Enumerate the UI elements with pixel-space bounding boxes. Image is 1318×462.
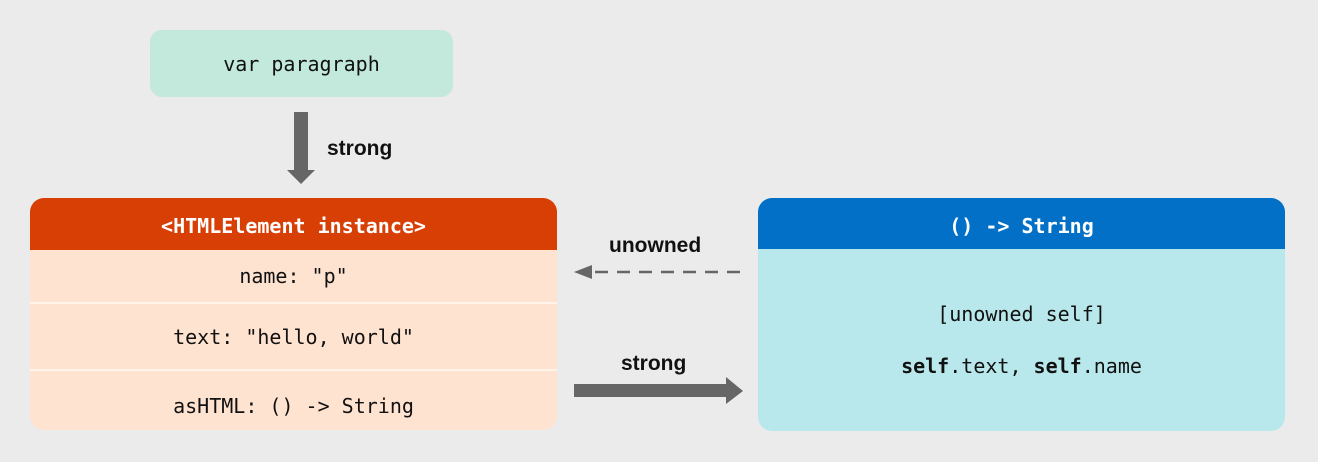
unowned-arrow-head [574, 265, 592, 279]
strong-arrow-down-head [287, 170, 315, 184]
closure-body: self.text, self.name [758, 354, 1285, 378]
strong-arrow-down [287, 112, 315, 184]
instance-row-name: name: "p" [30, 250, 557, 304]
closure-body-part-2: .name [1081, 354, 1142, 378]
closure-header: () -> String [758, 198, 1285, 249]
closure-body-part-1: .text, [949, 354, 1034, 378]
html-element-instance-box: <HTMLElement instance> name: "p" text: "… [30, 198, 557, 430]
instance-row-ashtml: asHTML: () -> String [173, 394, 414, 418]
closure-body-self-keyword-1: self [901, 354, 950, 378]
closure-body-self-keyword-2: self [1033, 354, 1082, 378]
variable-label: var paragraph [223, 51, 380, 76]
strong-arrow-right-shaft [574, 384, 726, 397]
closure-capture-list: [unowned self] [937, 302, 1106, 326]
closure-box: () -> String [unowned self] self.text, s… [758, 198, 1285, 431]
variable-box: var paragraph [150, 30, 453, 97]
edge-label-unowned: unowned [609, 234, 702, 257]
instance-row-text: text: "hello, world" [30, 304, 557, 371]
instance-header: <HTMLElement instance> [30, 198, 557, 250]
strong-arrow-down-shaft [294, 112, 308, 170]
edge-label-var-strong: strong [327, 137, 393, 160]
edge-label-closure-strong: strong [621, 352, 687, 375]
strong-arrow-right-head [726, 377, 743, 404]
strong-arrow-right [574, 377, 743, 404]
unowned-arrow-left [574, 265, 740, 279]
